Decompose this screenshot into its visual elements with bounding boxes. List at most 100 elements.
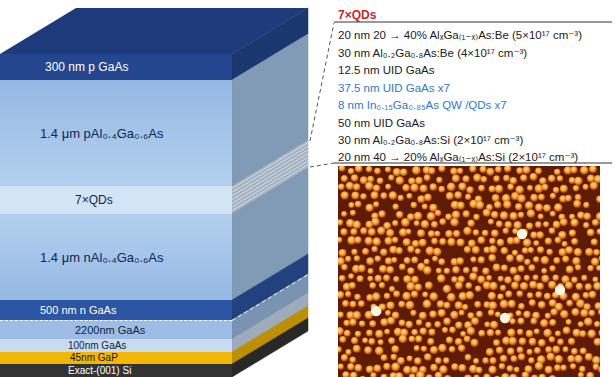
quantum-dot <box>463 210 470 217</box>
quantum-dot <box>538 301 546 309</box>
quantum-dot <box>571 348 578 355</box>
quantum-dot <box>512 250 518 256</box>
quantum-dot <box>392 237 398 243</box>
quantum-dot <box>438 258 445 265</box>
quantum-dot <box>349 282 356 289</box>
quantum-dot <box>374 365 382 373</box>
quantum-dot <box>507 348 515 356</box>
quantum-dot <box>385 257 392 264</box>
quantum-dot <box>472 266 479 273</box>
quantum-dot <box>338 346 342 353</box>
quantum-dot <box>488 309 495 316</box>
quantum-dot <box>359 320 366 327</box>
quantum-dot <box>530 194 538 202</box>
quantum-dot <box>488 301 497 310</box>
quantum-dot <box>443 285 451 293</box>
quantum-dot <box>350 301 357 308</box>
quantum-dot <box>353 183 360 190</box>
quantum-dot <box>403 366 411 374</box>
quantum-dot <box>488 219 494 225</box>
quantum-dot <box>562 241 568 247</box>
quantum-dot <box>378 210 385 217</box>
quantum-dot <box>506 254 514 262</box>
quantum-dot <box>338 363 344 369</box>
quantum-dot <box>450 218 459 227</box>
quantum-dot <box>573 200 581 208</box>
quantum-dot <box>515 310 521 316</box>
quantum-dot <box>580 166 589 175</box>
quantum-dot <box>449 346 456 353</box>
quantum-dot <box>591 258 599 266</box>
quantum-dot <box>541 268 547 274</box>
quantum-dot <box>510 177 518 185</box>
quantum-dot <box>432 256 438 262</box>
quantum-dot <box>422 292 428 298</box>
quantum-dot <box>563 346 569 352</box>
quantum-dot <box>495 330 501 336</box>
quantum-dot <box>549 265 555 271</box>
quantum-dot <box>509 318 515 324</box>
quantum-dot <box>598 309 600 316</box>
quantum-dot <box>498 276 504 282</box>
quantum-dot <box>467 327 475 335</box>
quantum-dot <box>383 363 390 370</box>
quantum-dot <box>581 275 587 281</box>
quantum-dot <box>377 177 384 184</box>
quantum-dot <box>454 191 462 199</box>
quantum-dot <box>341 354 348 361</box>
layer-label: 7×QDs <box>75 194 113 206</box>
layer-label: Exact-(001) Si <box>68 366 131 376</box>
quantum-dot <box>510 267 518 275</box>
quantum-dot <box>550 193 556 199</box>
quantum-dot <box>409 336 416 343</box>
quantum-dot <box>496 346 503 353</box>
quantum-dot <box>343 320 350 327</box>
layer-label: 1.4 μm pAl₀.₄Ga₀.₆As <box>40 127 163 140</box>
quantum-dot <box>548 175 556 183</box>
quantum-dot <box>515 203 522 210</box>
quantum-dot <box>504 166 511 172</box>
quantum-dot <box>572 257 580 265</box>
quantum-dot <box>438 309 446 317</box>
quantum-dot <box>535 184 544 193</box>
quantum-dot <box>523 166 531 174</box>
quantum-dot <box>378 339 384 345</box>
quantum-dot <box>443 357 450 364</box>
quantum-dot <box>480 166 487 173</box>
quantum-dot <box>487 329 495 337</box>
quantum-dot <box>458 364 466 372</box>
quantum-dot <box>444 375 452 377</box>
layer-spec: 30 nm Al₀.₂Ga₀.₈As:Si (2×10¹⁷ cm⁻³) <box>338 134 523 146</box>
quantum-dot <box>534 328 540 334</box>
layer-spec: 20 nm 20 → 40% AlₓGa₍₁₋ₓ₎As:Be (5×10¹⁷ c… <box>338 29 582 41</box>
quantum-dot <box>471 317 479 325</box>
quantum-dot <box>542 184 549 191</box>
quantum-dot <box>588 310 595 317</box>
quantum-dot <box>451 276 458 283</box>
quantum-dot <box>517 347 524 354</box>
quantum-dot <box>545 313 551 319</box>
quantum-dot <box>414 357 421 364</box>
quantum-dot <box>357 275 364 282</box>
quantum-dot <box>411 202 418 209</box>
layer-band: 300 nm p GaAs <box>0 54 232 80</box>
quantum-dot <box>412 166 421 175</box>
quantum-dot <box>543 221 549 227</box>
quantum-dot <box>434 321 441 328</box>
quantum-dot <box>438 186 445 193</box>
quantum-dot <box>546 249 553 256</box>
quantum-dot <box>415 177 423 185</box>
quantum-dot <box>463 267 470 274</box>
quantum-dot <box>411 276 419 284</box>
quantum-dot <box>529 299 536 306</box>
quantum-dot <box>537 246 544 253</box>
quantum-dot <box>345 256 351 262</box>
quantum-dot <box>402 184 410 192</box>
quantum-dot <box>495 185 503 193</box>
quantum-dot <box>421 346 427 352</box>
qd-stripe <box>232 146 308 192</box>
afm-image <box>338 166 600 377</box>
quantum-dot <box>420 184 428 192</box>
quantum-dot <box>439 238 446 245</box>
layer-spec: 30 nm Al₀.₂Ga₀.₈As:Be (4×10¹⁷ cm⁻³) <box>338 47 527 59</box>
